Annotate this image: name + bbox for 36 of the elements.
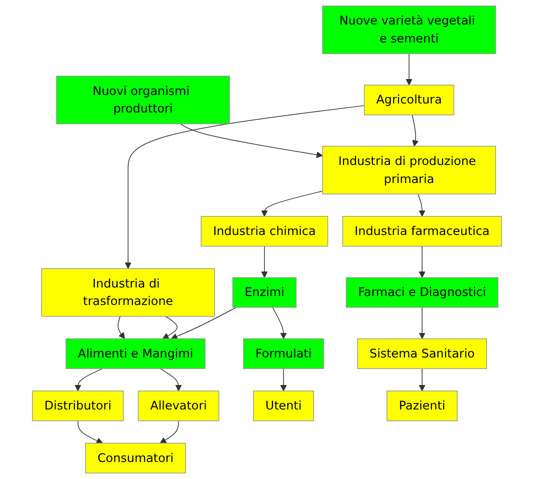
arrow [160, 368, 182, 392]
arrow [124, 105, 365, 269]
arrow [180, 123, 323, 158]
node-box: Formulati [243, 338, 324, 369]
arrow [78, 420, 103, 444]
node-box: Nuove varietà vegetali e sementi [322, 6, 496, 54]
node-box: Industria farmaceutica [342, 216, 502, 247]
node-box: Utenti [253, 390, 314, 422]
node-box: Agricoltura [364, 84, 454, 116]
arrow [280, 368, 287, 392]
arrow [261, 246, 268, 278]
arrow [272, 307, 287, 340]
node-box: Industria chimica [200, 216, 328, 247]
node-box: Pazienti [386, 390, 458, 422]
arrow [261, 190, 323, 217]
node-box: Consumatori [85, 442, 186, 474]
arrow [170, 307, 237, 340]
node-box: Sistema Sanitario [357, 338, 487, 369]
node-box: Alimenti e Mangimi [66, 338, 206, 369]
arrow [118, 316, 125, 340]
arrow [418, 246, 426, 278]
arrow [160, 420, 179, 444]
node-box: Enzimi [232, 277, 297, 308]
node-box: Industria di produzione primaria [322, 146, 496, 194]
arrow [418, 368, 426, 392]
node-box: Industria di trasformazione [41, 268, 215, 317]
node-box: Distributori [32, 390, 124, 422]
arrow [406, 53, 412, 86]
arrow [74, 368, 103, 392]
arrow [418, 194, 426, 217]
node-box: Nuovi organismi produttori [56, 76, 230, 124]
arrow [162, 316, 178, 340]
node-box: Farmaci e Diagnostici [346, 277, 498, 308]
arrow [412, 114, 419, 147]
node-box: Allevatori [138, 390, 220, 422]
arrow [418, 307, 426, 340]
